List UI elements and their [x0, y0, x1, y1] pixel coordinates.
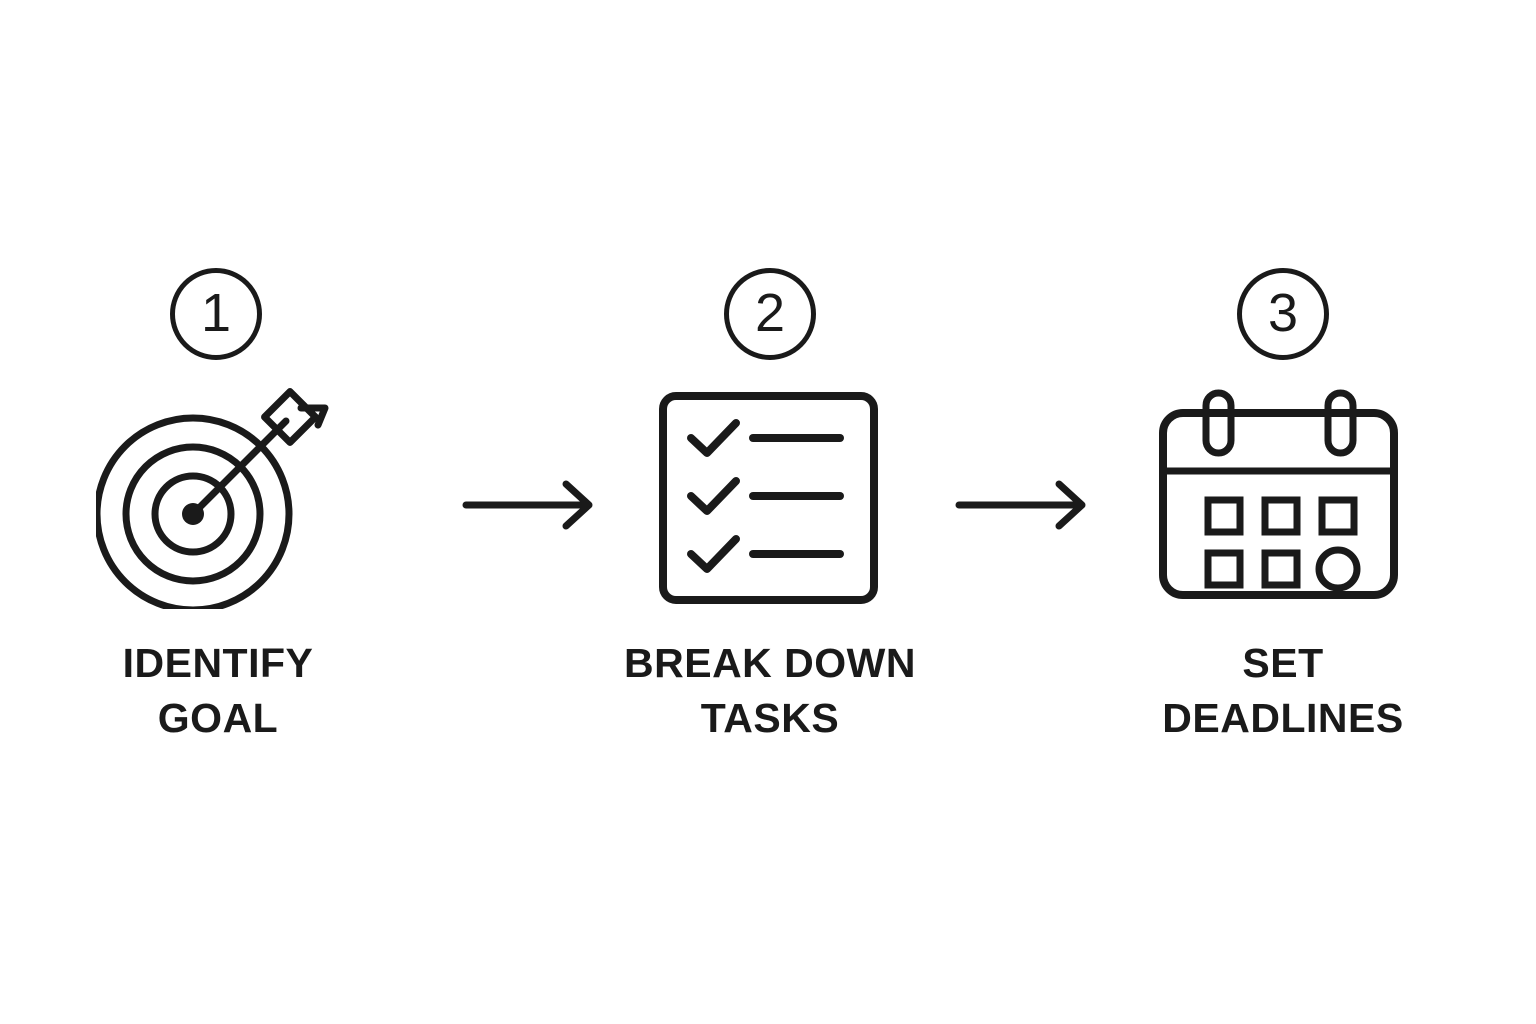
target-with-arrow-icon [96, 388, 329, 609]
step-3-caption: SET DEADLINES [1162, 640, 1404, 741]
calendar-icon [1159, 389, 1398, 599]
step-1-icon-area [48, 379, 388, 614]
step-1: 1 IDENTIFY GOAL [48, 265, 388, 745]
step-2-icon-area [600, 379, 940, 614]
step-3: 3 SET DEADLINE [1113, 265, 1453, 745]
step-2: 2 BREAK DOWN TASKS [600, 265, 940, 745]
step-3-icon-area [1113, 379, 1453, 614]
step-number-badge-2: 2 [724, 268, 816, 360]
step-3-badge-row: 3 [1113, 265, 1453, 365]
step-number-label-1: 1 [200, 283, 232, 343]
step-2-caption: BREAK DOWN TASKS [624, 640, 916, 741]
step-number-label-2: 2 [754, 283, 786, 343]
connector-arrow-1 [462, 480, 593, 530]
step-number-label-3: 3 [1267, 283, 1299, 343]
step-number-badge-1: 1 [170, 268, 262, 360]
connector-arrow-2 [955, 480, 1086, 530]
checklist-icon [659, 392, 878, 604]
step-1-caption: IDENTIFY GOAL [122, 640, 314, 741]
step-1-badge-row: 1 [48, 265, 388, 365]
step-number-badge-3: 3 [1237, 268, 1329, 360]
step-2-badge-row: 2 [600, 265, 940, 365]
